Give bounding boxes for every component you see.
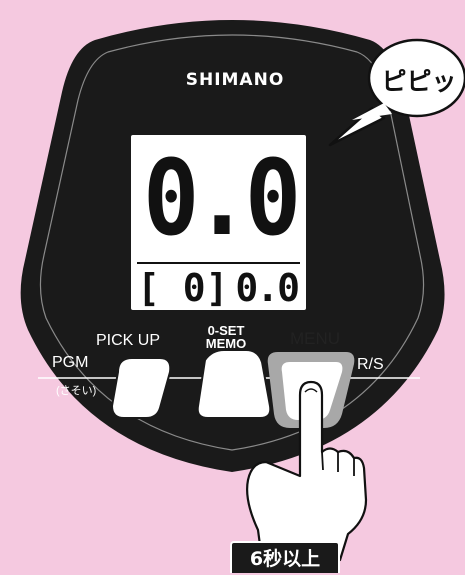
- lcd-sub-right: 0.0: [235, 266, 300, 310]
- lcd-divider: [137, 262, 300, 264]
- rs-label: R/S: [357, 356, 384, 373]
- pointing-hand-icon: [246, 380, 368, 562]
- menu-label: MENU: [289, 329, 341, 348]
- oset-label: 0-SET: [207, 323, 245, 338]
- lcd-main-value: 0.0: [143, 137, 301, 259]
- pgm-label: PGM: [52, 354, 89, 371]
- oset-memo-button[interactable]: [196, 349, 272, 419]
- lcd-screen: 0.0 [ 0] 0.0: [131, 135, 306, 310]
- instruction-badge: 6秒以上: [230, 541, 340, 573]
- oset-memo-label: 0-SET MEMO: [186, 324, 266, 350]
- pickup-label: PICK UP: [96, 332, 161, 349]
- speech-bubble-icon: [328, 38, 465, 147]
- memo-label: MEMO: [205, 336, 247, 351]
- brand-logo: SHIMANO: [185, 70, 285, 90]
- pgm-sublabel: (さそい): [56, 385, 97, 397]
- lcd-sub-left: [ 0]: [137, 266, 229, 310]
- device-inner-outline: [39, 34, 425, 451]
- pickup-button[interactable]: [110, 357, 172, 419]
- callout-text: ピピッ: [381, 67, 457, 96]
